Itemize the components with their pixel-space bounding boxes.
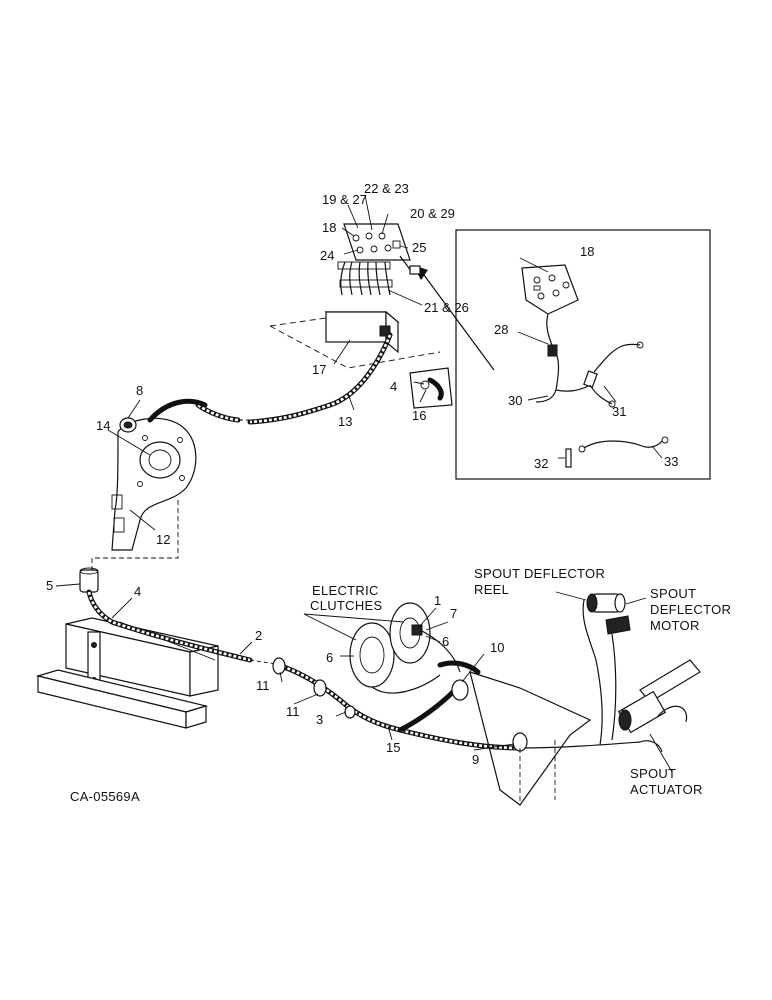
clutch-wire xyxy=(419,629,461,673)
chassis-panel xyxy=(469,671,592,806)
label-19-27: 19 & 27 xyxy=(322,192,367,207)
label-4-lower: 4 xyxy=(134,584,141,599)
label-1: 1 xyxy=(434,593,441,608)
switch-wires xyxy=(337,255,421,296)
spout-deflector-reel xyxy=(586,593,626,613)
caption-electric-clutches: ELECTRIC CLUTCHES xyxy=(310,583,382,613)
label-17: 17 xyxy=(312,362,326,377)
connector-5 xyxy=(79,567,99,593)
label-30: 30 xyxy=(508,393,522,408)
spout-actuator xyxy=(617,659,701,753)
caption-spout-deflector-motor: SPOUT DEFLECTOR MOTOR xyxy=(650,586,731,633)
reel-wire xyxy=(582,599,603,746)
electric-clutch-rear xyxy=(349,622,395,688)
assembly-dashed-line xyxy=(91,500,179,570)
caption-spout-deflector-reel: SPOUT DEFLECTOR REEL xyxy=(474,566,605,597)
caption-spout-actuator: SPOUT ACTUATOR xyxy=(630,766,703,797)
svg-text:SPOUT: SPOUT xyxy=(630,766,676,781)
control-box-17 xyxy=(324,310,400,354)
part-labels: 19 & 27 22 & 23 20 & 29 18 24 25 21 & 26… xyxy=(46,181,678,767)
figure-id: CA-05569A xyxy=(70,789,140,804)
spout-deflector-motor xyxy=(605,615,631,635)
svg-text:ACTUATOR: ACTUATOR xyxy=(630,782,703,797)
grommets-11 xyxy=(272,657,356,719)
label-31: 31 xyxy=(612,404,626,419)
label-22-23: 22 & 23 xyxy=(364,181,409,196)
label-7: 7 xyxy=(450,606,457,621)
leader-lines xyxy=(55,194,673,773)
label-24: 24 xyxy=(320,248,334,263)
label-8: 8 xyxy=(136,383,143,398)
label-28: 28 xyxy=(494,322,508,337)
inset-harness-28 xyxy=(535,313,644,408)
label-18-inset: 18 xyxy=(580,244,594,259)
svg-text:DEFLECTOR: DEFLECTOR xyxy=(650,602,731,617)
inset-fuse-32 xyxy=(565,448,572,468)
label-11-right: 11 xyxy=(286,704,300,719)
electric-clutch-front xyxy=(389,602,431,664)
label-11-left: 11 xyxy=(256,678,270,693)
label-10: 10 xyxy=(490,640,504,655)
label-25: 25 xyxy=(412,240,426,255)
part-16-box xyxy=(409,367,453,409)
inset-switch-panel xyxy=(521,264,579,315)
mount-plane-line xyxy=(269,317,327,327)
svg-text:SPOUT: SPOUT xyxy=(650,586,696,601)
label-20-29: 20 & 29 xyxy=(410,206,455,221)
inset-frame xyxy=(455,229,711,480)
svg-text:ELECTRIC: ELECTRIC xyxy=(312,583,379,598)
svg-text:SPOUT DEFLECTOR: SPOUT DEFLECTOR xyxy=(474,566,605,581)
callout-arrow-line xyxy=(423,274,495,371)
label-6-left: 6 xyxy=(326,650,333,665)
harness-junction-10 xyxy=(437,660,528,752)
label-32: 32 xyxy=(534,456,548,471)
bracket-12 xyxy=(111,398,208,551)
label-3: 3 xyxy=(316,712,323,727)
label-6-right: 6 xyxy=(442,634,449,649)
label-9: 9 xyxy=(472,752,479,767)
label-15: 15 xyxy=(386,740,400,755)
svg-text:REEL: REEL xyxy=(474,582,509,597)
svg-text:CLUTCHES: CLUTCHES xyxy=(310,598,382,613)
label-4-upper: 4 xyxy=(390,379,397,394)
motor-wire xyxy=(611,633,617,741)
label-13: 13 xyxy=(338,414,352,429)
cable-harness xyxy=(86,589,641,751)
label-21-26: 21 & 26 xyxy=(424,300,469,315)
label-14: 14 xyxy=(96,418,110,433)
clutch-wire xyxy=(371,674,441,694)
label-33: 33 xyxy=(664,454,678,469)
frame-structure xyxy=(35,617,219,729)
grommet-8 xyxy=(119,417,137,433)
label-18-upper: 18 xyxy=(322,220,336,235)
label-2: 2 xyxy=(255,628,262,643)
mount-plane-line xyxy=(269,325,441,369)
label-5: 5 xyxy=(46,578,53,593)
switch-panel-18 xyxy=(343,223,411,261)
label-12: 12 xyxy=(156,532,170,547)
cable-13 xyxy=(195,332,393,425)
label-16: 16 xyxy=(412,408,426,423)
inset-wire-33 xyxy=(578,436,669,453)
svg-text:MOTOR: MOTOR xyxy=(650,618,700,633)
